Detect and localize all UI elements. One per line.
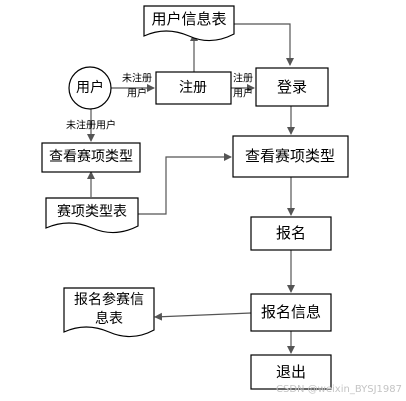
connectors	[87, 23, 295, 354]
event-type-table-shape	[45, 197, 139, 234]
logout-box	[250, 354, 332, 390]
left-event-types-box	[41, 142, 141, 173]
register-box	[155, 71, 232, 105]
right-event-types-label: 查看赛项类型	[245, 147, 335, 165]
edge-label-unregistered-line1: 未注册	[122, 72, 152, 85]
signup-info-box	[250, 293, 332, 332]
login-label: 登录	[277, 78, 307, 96]
login-box	[255, 67, 329, 107]
edge-label-unregistered-user: 未注册用户	[66, 119, 116, 132]
edge-event-table-to-right-event-types	[138, 153, 232, 215]
user-label: 用户	[76, 79, 104, 96]
edge-label-registered-line2: 用户	[233, 87, 253, 100]
user-circle	[68, 66, 112, 110]
watermark: CSDN @weixin_BYSJ1987	[276, 384, 402, 395]
signup-info-label: 报名信息	[261, 303, 321, 321]
register-label: 注册	[179, 80, 207, 96]
user-info-table-label: 用户信息表	[151, 10, 226, 28]
signup-table-label-line1: 报名参赛信	[74, 291, 144, 308]
signup-box	[250, 216, 332, 251]
left-event-types-label: 查看赛项类型	[49, 149, 133, 165]
signup-table-shape	[63, 287, 155, 338]
edge-user-info-table-to-login	[234, 23, 294, 66]
right-event-types-box	[232, 135, 349, 178]
edge-signup-info-to-signup-table	[154, 312, 252, 321]
edge-label-unregistered-line2: 用户	[127, 87, 147, 100]
signup-label: 报名	[276, 224, 306, 242]
logout-label: 退出	[276, 363, 306, 381]
edge-label-registered-line1: 注册	[233, 72, 253, 85]
signup-table-label-line2: 息表	[95, 310, 123, 327]
event-type-table-label: 赛项类型表	[57, 204, 127, 220]
user-info-table-shape	[143, 5, 235, 42]
